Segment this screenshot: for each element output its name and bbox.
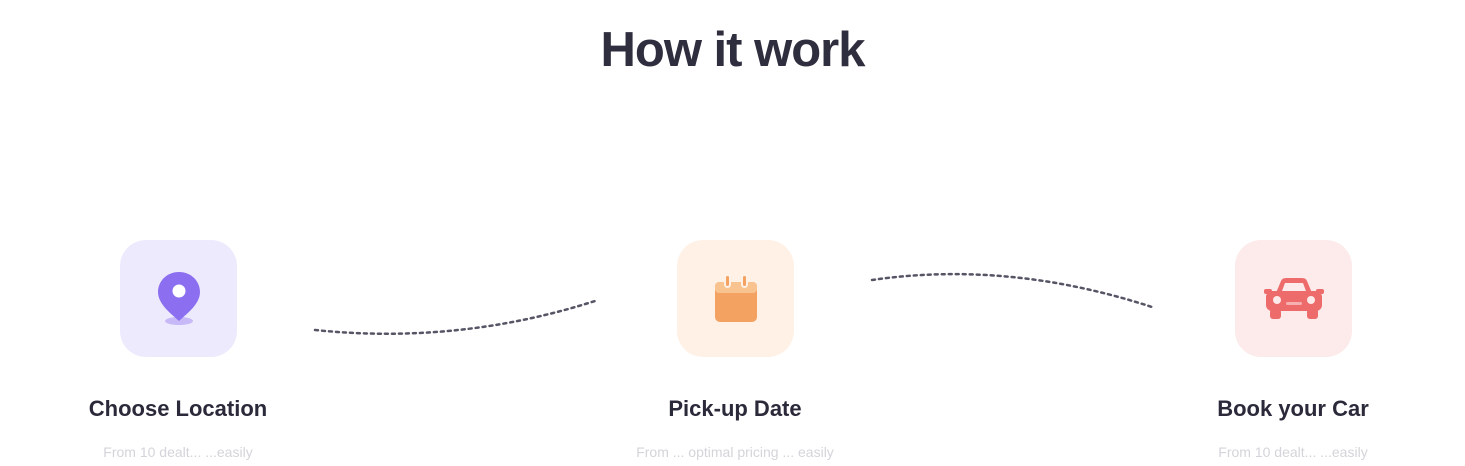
step-book-your-car: Book your Car From 10 dealt... ...easily <box>1083 240 1465 466</box>
step-title: Pick-up Date <box>668 396 802 421</box>
location-pin-icon <box>157 271 200 325</box>
step-pick-up-date: Pick-up Date From ... optimal pricing ..… <box>525 240 945 466</box>
calendar-icon <box>714 273 757 322</box>
car-icon <box>1263 277 1324 319</box>
step-icon-box <box>120 240 237 357</box>
step-description: From 10 dealt... ...easily <box>103 444 253 460</box>
step-icon-box <box>1235 240 1352 357</box>
step-choose-location: Choose Location From 10 dealt... ...easi… <box>0 240 388 466</box>
step-title: Book your Car <box>1217 396 1369 421</box>
section-title: How it work <box>600 23 866 77</box>
step-description: From 10 dealt... ...easily <box>1218 444 1368 460</box>
step-description: From ... optimal pricing ... easily <box>636 444 834 460</box>
step-icon-box <box>677 240 794 357</box>
step-title: Choose Location <box>88 396 268 421</box>
